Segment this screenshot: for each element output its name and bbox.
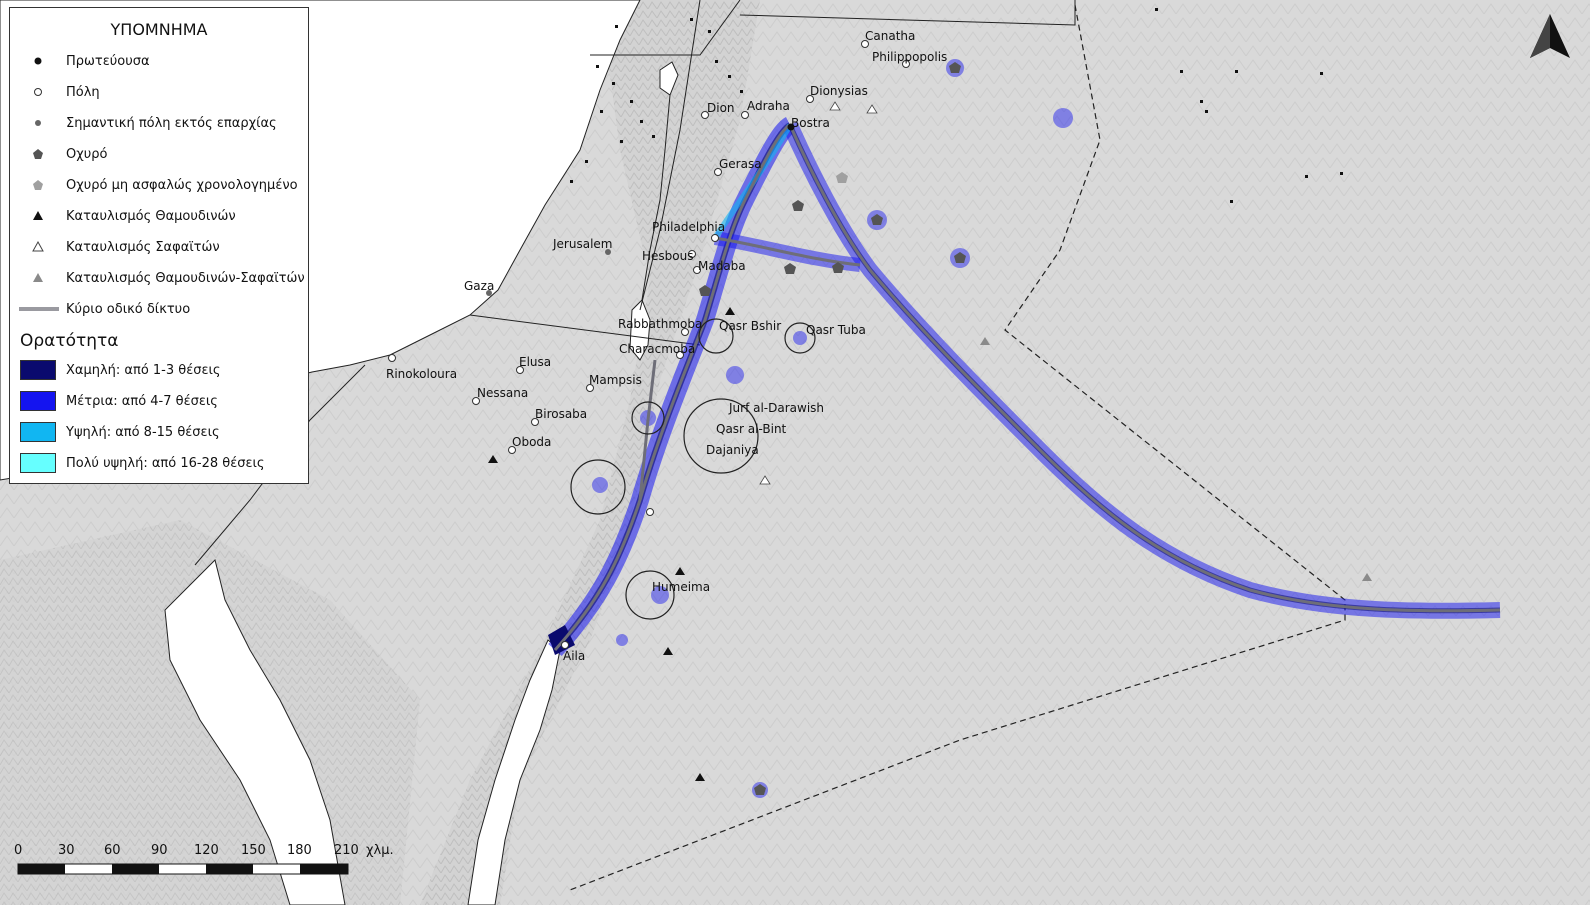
label-aila: Aila (563, 649, 585, 663)
north-arrow-icon (1530, 14, 1570, 58)
scale-tick-150: 150 (241, 843, 266, 858)
label-bostra: Bostra (791, 116, 830, 130)
label-jurf-al-darawish: Jurf al-Darawish (728, 401, 824, 415)
label-nessana: Nessana (477, 386, 528, 400)
label-adraha: Adraha (747, 99, 790, 113)
light-pentagon-icon (10, 179, 66, 191)
label-oboda: Oboda (512, 435, 551, 449)
black-dot-icon (10, 56, 66, 66)
legend-label: Σημαντική πόλη εκτός επαρχίας (66, 115, 277, 131)
scale-tick-180: 180 (287, 843, 312, 858)
label-gerasa: Gerasa (719, 157, 762, 171)
label-dajaniya: Dajaniya (706, 443, 759, 457)
scale-tick-120: 120 (194, 843, 219, 858)
legend-label: Πολύ υψηλή: από 16-28 θέσεις (66, 455, 265, 471)
visibility-title: Ορατότητα (20, 331, 119, 351)
label-dion: Dion (707, 101, 735, 115)
main-road-network (553, 123, 1501, 652)
label-gaza: Gaza (464, 279, 494, 293)
legend-label: Μέτρια: από 4-7 θέσεις (66, 393, 218, 409)
minor-sites (570, 8, 1343, 203)
legend-item-capital: Πρωτεύουσα (10, 49, 150, 73)
white-circle-icon (10, 87, 66, 97)
label-qasr-al-bint: Qasr al-Bint (716, 422, 787, 436)
legend-label: Πρωτεύουσα (66, 53, 150, 69)
legend-item-thamudic-camp: Καταυλισμός Θαμουδινών (10, 204, 236, 228)
legend-label: Οχυρό μη ασφαλώς χρονολογημένο (66, 177, 298, 193)
highlight-circles (570, 318, 816, 620)
scale-tick-90: 90 (151, 843, 168, 858)
label-qasr-bshir: Qasr Bshir (719, 319, 781, 333)
legend-item-safaitic-camp: Καταυλισμός Σαφαϊτών (10, 235, 220, 259)
legend-item-road: Κύριο οδικό δίκτυο (10, 297, 190, 321)
label-hesbous: Hesbous (642, 249, 693, 263)
white-triangle-icon (10, 241, 66, 253)
legend-visibility-high: Υψηλή: από 8-15 θέσεις (10, 420, 220, 444)
legend-visibility-medium: Μέτρια: από 4-7 θέσεις (10, 389, 218, 413)
legend-title: ΥΠΟΜΝΗΜΑ (110, 20, 208, 39)
scale-bar: 0 30 60 90 120 150 180 210 χλμ. (14, 843, 394, 875)
label-mampsis: Mampsis (589, 373, 642, 387)
frontier-dashed-line (569, 4, 1346, 891)
scale-tick-30: 30 (58, 843, 75, 858)
label-philippopolis: Philippopolis (872, 50, 947, 64)
legend-label: Καταυλισμός Σαφαϊτών (66, 239, 220, 255)
legend-item-fort: Οχυρό (10, 142, 107, 166)
legend-label: Οχυρό (66, 146, 108, 162)
legend-visibility-low: Χαμηλή: από 1-3 θέσεις (10, 358, 221, 382)
mixed-camp-markers (980, 337, 1372, 581)
dark-pentagon-icon (10, 148, 66, 160)
legend-visibility-very-high: Πολύ υψηλή: από 16-28 θέσεις (10, 451, 265, 475)
swatch-high (20, 422, 56, 442)
major-city-markers (486, 249, 611, 296)
gulf-of-suez[interactable] (164, 559, 346, 905)
label-humeima: Humeima (652, 580, 710, 594)
legend-label: Καταυλισμός Θαμουδινών (66, 208, 236, 224)
legend-item-major-city: Σημαντική πόλη εκτός επαρχίας (10, 111, 277, 135)
label-dionysias: Dionysias (810, 84, 868, 98)
legend-item-mixed-camp: Καταυλισμός Θαμουδινών-Σαφαϊτών (10, 266, 305, 290)
swatch-medium (20, 391, 56, 411)
jordan-river (641, 94, 671, 301)
swatch-very-high (20, 453, 56, 473)
fort-markers (699, 62, 966, 795)
legend-item-city: Πόλη (10, 80, 100, 104)
black-triangle-icon (10, 210, 66, 222)
gulf-of-aqaba[interactable] (467, 639, 561, 905)
legend-label: Πόλη (66, 84, 100, 100)
label-canatha: Canatha (865, 29, 915, 43)
safaitic-camp-markers (759, 101, 878, 485)
label-rinokoloura: Rinokoloura (386, 367, 457, 381)
scale-tick-60: 60 (104, 843, 121, 858)
legend-label: Καταυλισμός Θαμουδινών-Σαφαϊτών (66, 270, 305, 286)
label-madaba: Madaba (698, 259, 746, 273)
map-legend: ΥΠΟΜΝΗΜΑ Πρωτεύουσα Πόλη Σημαντική πόλη … (9, 7, 309, 484)
grey-dot-icon (10, 118, 66, 128)
label-elusa: Elusa (519, 355, 551, 369)
label-jerusalem: Jerusalem (552, 237, 612, 251)
thamudic-camp-markers (488, 307, 735, 781)
scale-tick-0: 0 (14, 843, 22, 858)
legend-label: Υψηλή: από 8-15 θέσεις (66, 424, 220, 440)
label-qasr-tuba: Qasr Tuba (806, 323, 866, 337)
capital-marker (787, 123, 795, 131)
label-birosaba: Birosaba (535, 407, 587, 421)
grey-triangle-icon (10, 272, 66, 284)
swatch-low (20, 360, 56, 380)
legend-item-uncertain-fort: Οχυρό μη ασφαλώς χρονολογημένο (10, 173, 298, 197)
label-rabbathmoba: Rabbathmoba (618, 317, 702, 331)
legend-label: Χαμηλή: από 1-3 θέσεις (66, 362, 221, 378)
uncertain-fort-markers (836, 172, 848, 183)
label-philadelphia: Philadelphia (652, 220, 725, 234)
city-markers (388, 40, 910, 649)
label-charachmoba: Characmoba (619, 342, 695, 356)
highland-relief (420, 0, 760, 905)
legend-label: Κύριο οδικό δίκτυο (66, 301, 191, 317)
scale-tick-210: 210 (334, 843, 359, 858)
scale-unit: χλμ. (366, 843, 394, 858)
sea-of-galilee[interactable] (659, 61, 679, 96)
grey-line-icon (10, 305, 66, 313)
place-labels: Canatha Philippopolis Dionysias Dion Adr… (386, 29, 947, 663)
